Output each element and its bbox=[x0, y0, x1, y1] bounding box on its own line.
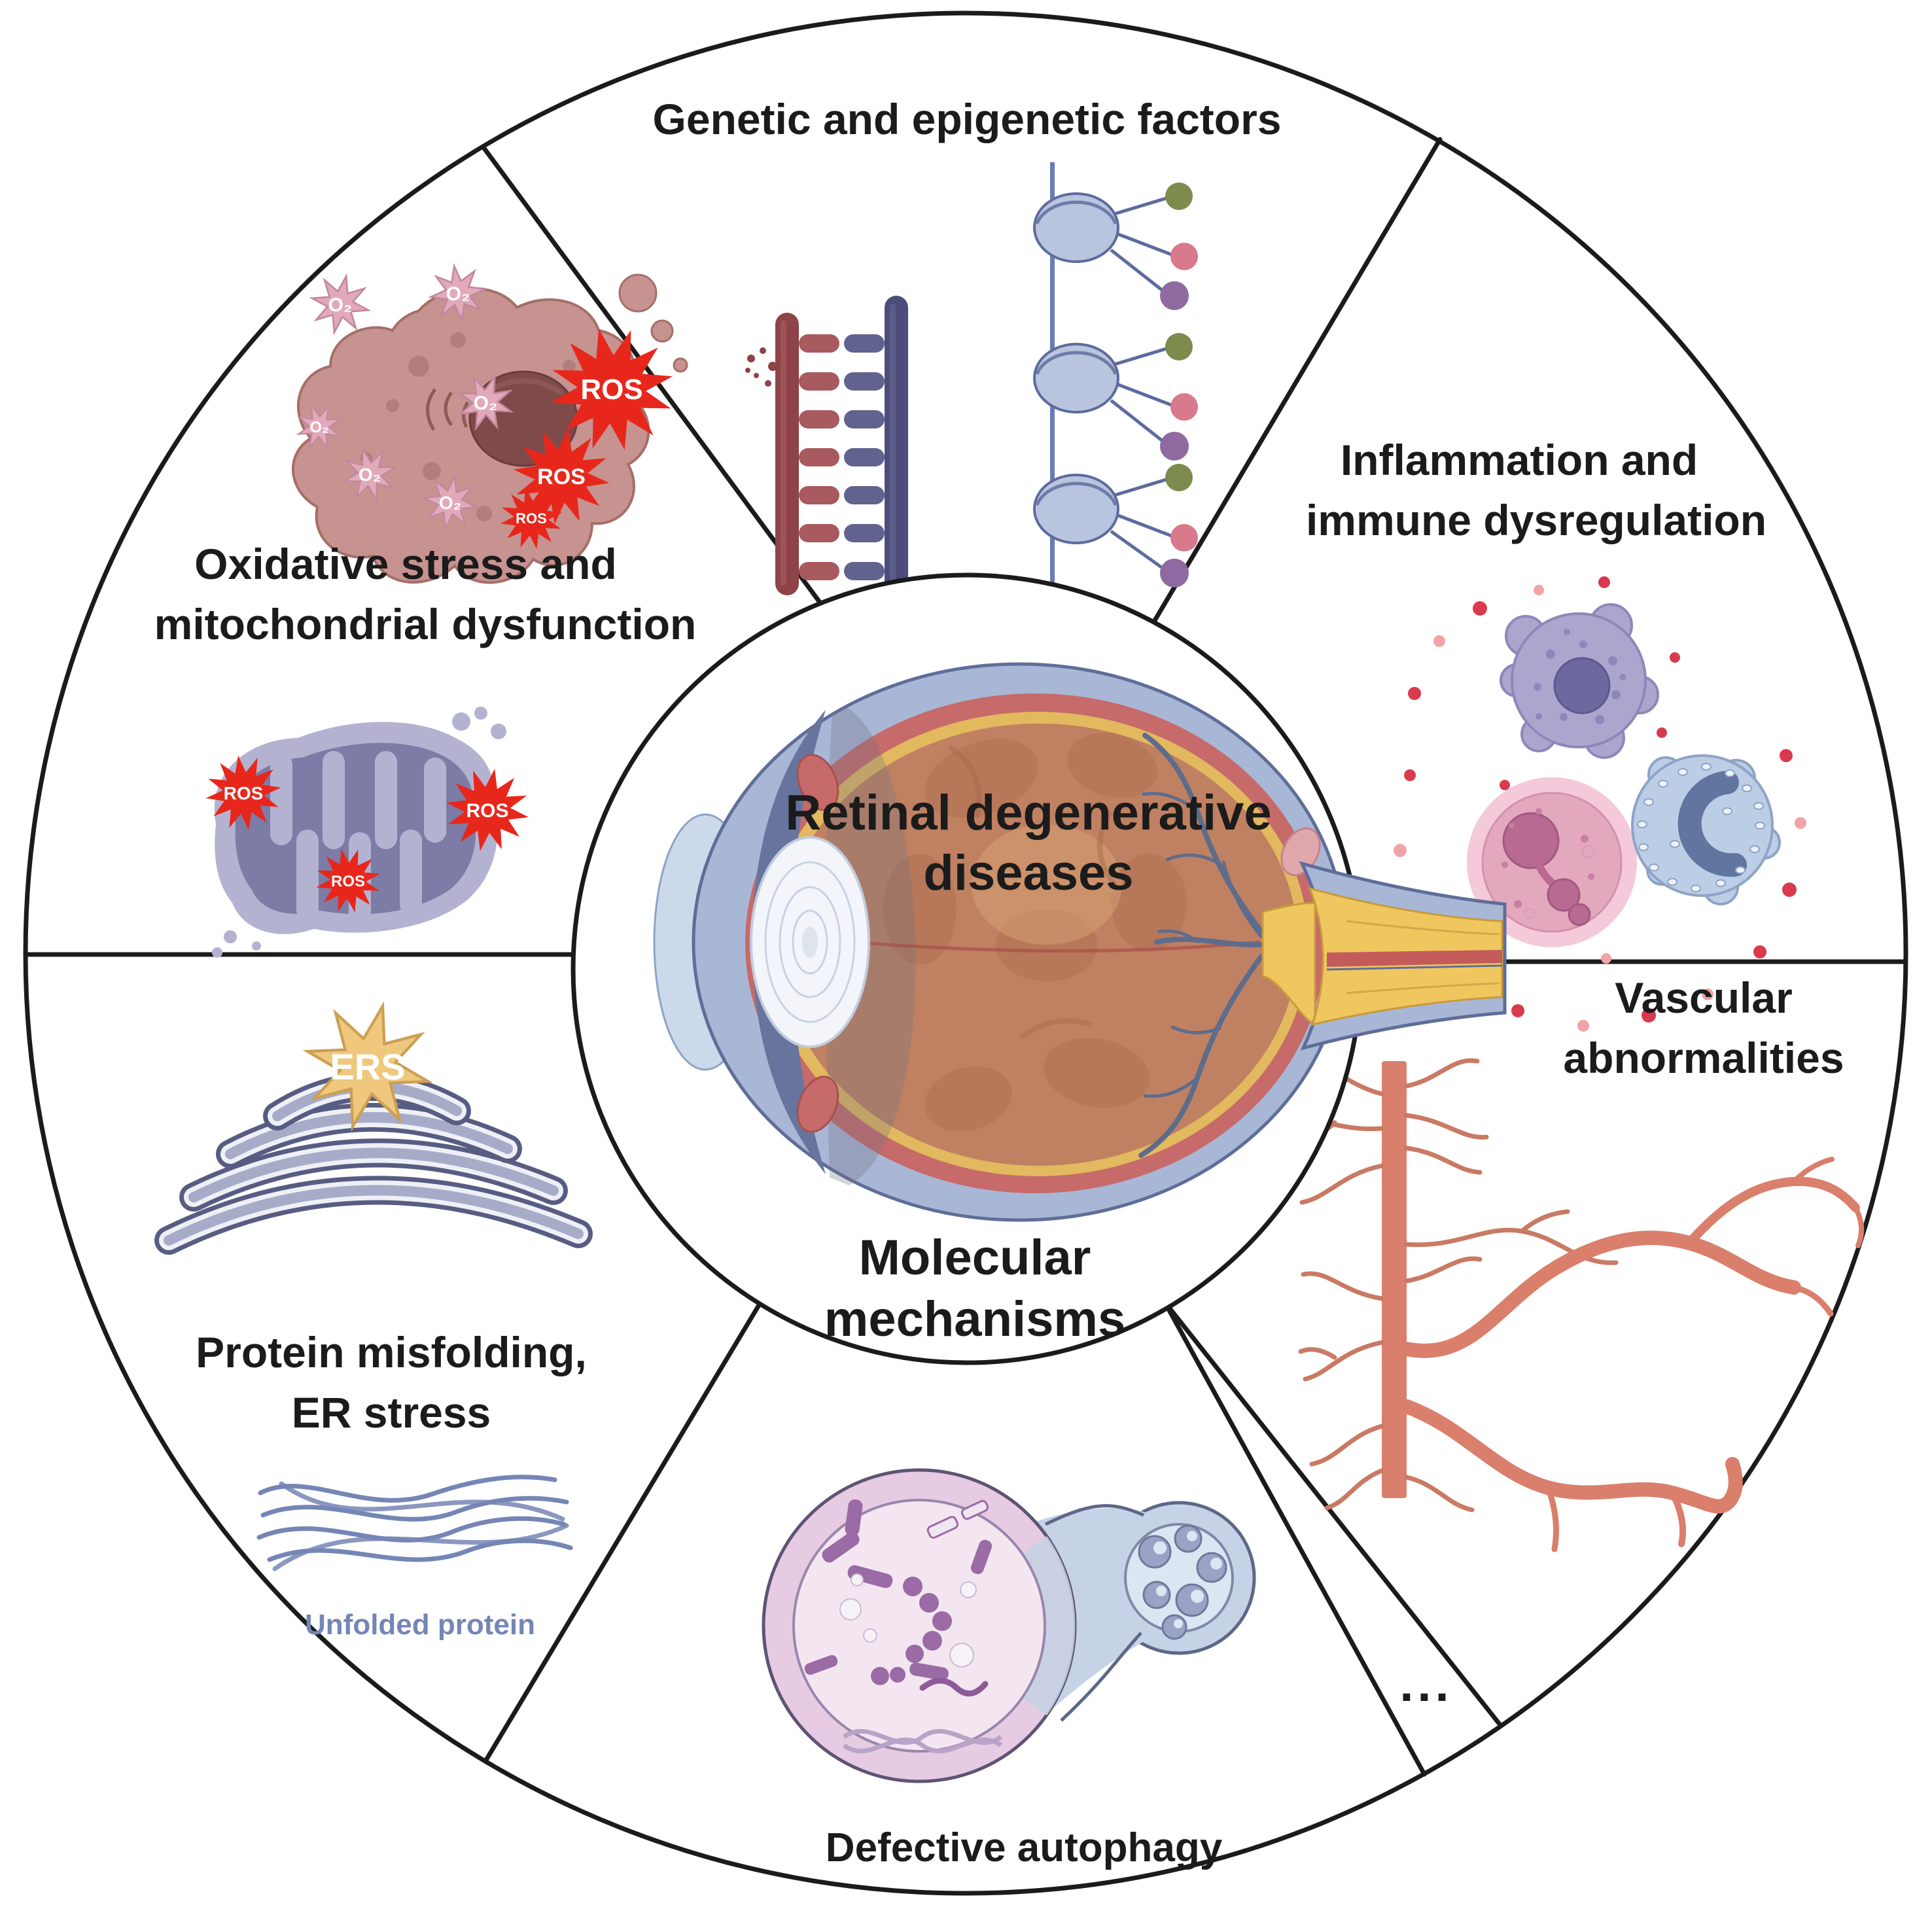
dna-icon bbox=[745, 296, 908, 595]
vessel-trunk bbox=[1382, 1061, 1407, 1498]
divider-bottom-left bbox=[483, 1299, 764, 1764]
neutrophil-icon bbox=[1631, 754, 1781, 905]
ciliary-body bbox=[796, 1076, 839, 1133]
ers-star-icon: ERS bbox=[292, 991, 443, 1142]
center-subtitle-1: Molecular bbox=[859, 1230, 1091, 1286]
ros-label: ROS bbox=[580, 374, 642, 406]
eosinophil-icon bbox=[1467, 777, 1637, 947]
sector-title-oxidative-2: mitochondrial dysfunction bbox=[154, 600, 697, 648]
sector-title-protein-2: ER stress bbox=[292, 1388, 491, 1437]
mitochondrion-icon: ROS ROS ROS bbox=[200, 707, 536, 958]
o2-star-icon: O₂ O₂ O₂ O₂ O₂ O₂ bbox=[290, 262, 521, 533]
damaged-cell-icon: O₂ O₂ O₂ O₂ O₂ O₂ ROS ROS ROS bbox=[290, 262, 688, 584]
vessel-tree-icon bbox=[1281, 1049, 1865, 1552]
vitreous-shadow bbox=[825, 707, 916, 1185]
sector-title-more: ... bbox=[1399, 1656, 1452, 1712]
o2-label: O₂ bbox=[309, 419, 328, 436]
o2-label: O₂ bbox=[439, 493, 461, 513]
neutrophil-nucleus bbox=[1677, 771, 1747, 877]
o2-label: O₂ bbox=[359, 464, 381, 485]
divider-top-right bbox=[1151, 137, 1443, 624]
ros-label: ROS bbox=[516, 510, 547, 527]
o2-label: O₂ bbox=[474, 393, 498, 414]
ros-label: ROS bbox=[224, 783, 264, 803]
center-title-2: diseases bbox=[923, 845, 1133, 901]
sector-title-genetic: Genetic and epigenetic factors bbox=[653, 95, 1282, 143]
sector-title-autophagy: Defective autophagy bbox=[826, 1825, 1223, 1870]
immune-cells-icon bbox=[1394, 576, 1806, 1032]
macrophage-icon bbox=[1500, 603, 1659, 759]
o2-label: O₂ bbox=[328, 294, 353, 316]
sector-title-vascular-1: Vascular bbox=[1615, 973, 1793, 1022]
nucleosome-chain-icon bbox=[1033, 162, 1198, 597]
er-icon: ERS bbox=[154, 991, 593, 1255]
macrophage-nucleus bbox=[1553, 657, 1611, 714]
sector-title-inflammation-2: immune dysregulation bbox=[1306, 496, 1766, 544]
ros-label: ROS bbox=[537, 464, 586, 489]
ros-label: ROS bbox=[466, 800, 508, 822]
optic-nerve-icon bbox=[1299, 861, 1507, 1051]
center-subtitle-2: mechanisms bbox=[824, 1291, 1125, 1347]
ros-burst-icon: ROS ROS ROS bbox=[491, 315, 686, 559]
nucleosome-icon bbox=[1033, 333, 1198, 461]
sector-title-inflammation-1: Inflammation and bbox=[1341, 436, 1698, 484]
nucleosome-icon bbox=[1033, 183, 1198, 310]
autophagosome-icon bbox=[762, 1468, 1256, 1783]
sector-title-vascular-2: abnormalities bbox=[1563, 1034, 1844, 1082]
divider-wedge-right bbox=[1162, 1299, 1503, 1728]
ros-label: ROS bbox=[331, 873, 365, 890]
ros-burst-icon: ROS ROS ROS bbox=[200, 750, 536, 922]
divider-wedge-left bbox=[1162, 1299, 1427, 1777]
fundus-marbling bbox=[883, 733, 1187, 1132]
ers-label: ERS bbox=[330, 1046, 405, 1087]
ciliary-body bbox=[796, 754, 839, 811]
unfolded-protein-icon bbox=[256, 1475, 573, 1571]
retinal-vessels bbox=[1138, 733, 1264, 1158]
nucleosome-icon bbox=[1033, 464, 1198, 587]
o2-label: O₂ bbox=[446, 283, 470, 305]
sector-title-protein-1: Protein misfolding, bbox=[196, 1328, 587, 1376]
sector-title-oxidative-1: Oxidative stress and bbox=[194, 540, 617, 588]
center-title-1: Retinal degenerative bbox=[785, 785, 1271, 841]
fundus bbox=[780, 724, 1298, 1166]
autophagy-cargo bbox=[804, 1499, 1003, 1754]
eye-icon bbox=[653, 662, 1347, 1222]
dna-fragments-icon bbox=[745, 347, 781, 387]
lens bbox=[750, 836, 870, 1048]
unfolded-protein-caption: Unfolded protein bbox=[305, 1609, 535, 1641]
